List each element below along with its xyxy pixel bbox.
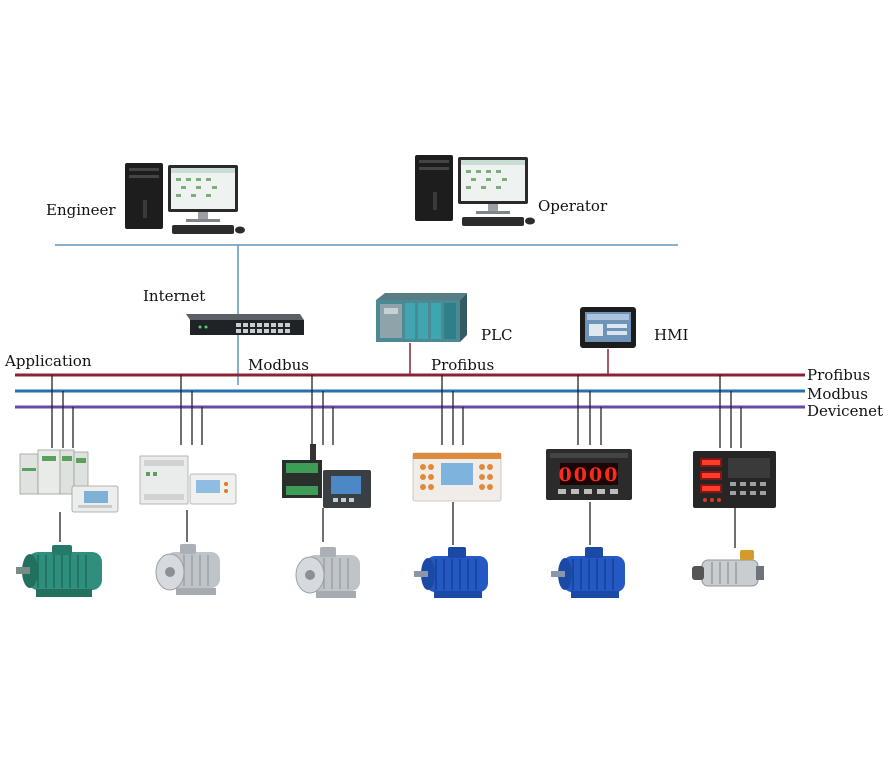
protection-relay-icon	[412, 452, 502, 502]
meter-readout: 0000	[559, 464, 620, 486]
plc-label: PLC	[481, 326, 513, 344]
bus-modbus-label: Modbus	[807, 385, 868, 403]
motor-links	[59, 502, 736, 548]
motor-silver-icon	[155, 544, 220, 595]
din-relay-icon	[139, 455, 237, 505]
application-label: Application	[5, 352, 92, 370]
bus-profibus-label: Profibus	[807, 366, 871, 384]
motor-blue-icon	[414, 547, 488, 598]
hmi-label: HMI	[654, 326, 689, 344]
engineer-label: Engineer	[46, 201, 116, 219]
plc-rack-icon	[376, 293, 467, 342]
engineer-workstation-icon	[125, 163, 245, 234]
internet-label: Internet	[143, 287, 206, 305]
operator-label: Operator	[538, 197, 608, 215]
digital-meter-icon: 0000	[546, 449, 632, 500]
motor-silver-icon	[295, 547, 360, 598]
motor-teal-icon	[16, 545, 102, 597]
bus-drops	[51, 375, 742, 448]
bus-devicenet-label: Devicenet	[807, 402, 884, 420]
modular-relay-icon	[19, 449, 119, 513]
operator-workstation-icon	[415, 155, 535, 226]
motor-blue-icon	[551, 547, 625, 598]
motor-protector-icon	[282, 444, 371, 508]
network-switch-icon	[186, 314, 304, 335]
hmi-panel-icon	[580, 307, 636, 348]
multi-display-relay-icon	[693, 451, 776, 508]
motor-compact-icon	[692, 550, 764, 587]
profibus-top-label: Profibus	[431, 356, 495, 374]
modbus-top-label: Modbus	[248, 356, 309, 374]
